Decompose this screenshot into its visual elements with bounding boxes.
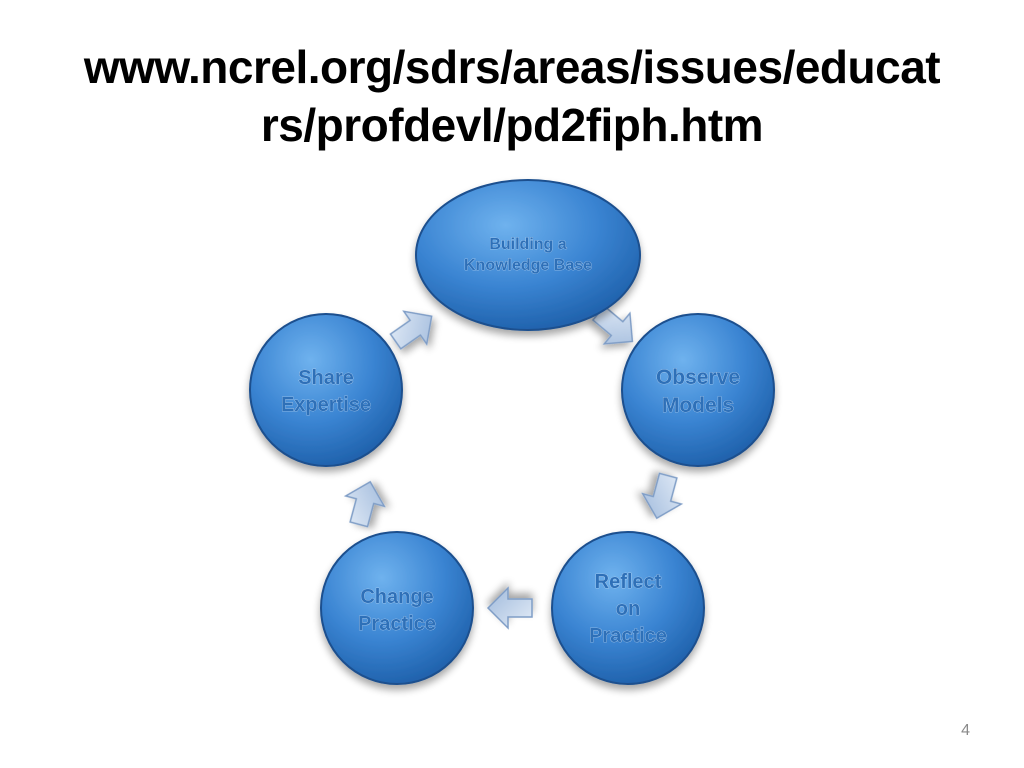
cycle-node-change-practice: Change Practice bbox=[320, 531, 474, 685]
slide-title-line-2: rs/profdevl/pd2fiph.htm bbox=[260, 99, 764, 151]
cycle-node-label-line: Reflect bbox=[595, 571, 662, 593]
cycle-node-label-line: Share bbox=[298, 367, 354, 389]
cycle-node-label-line: on bbox=[616, 598, 640, 620]
slide-title: www.ncrel.org/sdrs/areas/issues/educat r… bbox=[40, 38, 984, 154]
cycle-node-observe-models: Observe Models bbox=[621, 313, 775, 467]
cycle-arrow-building-to-observe bbox=[591, 305, 634, 345]
cycle-node-label-line: Practice bbox=[589, 625, 667, 647]
cycle-arrow-observe-to-reflect bbox=[641, 472, 684, 520]
cycle-node-label-line: Knowledge Base bbox=[464, 257, 592, 274]
cycle-node-label-line: Practice bbox=[358, 613, 436, 635]
cycle-node-label-line: Observe bbox=[656, 366, 740, 389]
cycle-arrow-reflect-to-change bbox=[486, 586, 533, 630]
cycle-node-share-expertise: Share Expertise bbox=[249, 313, 403, 467]
cycle-node-building-knowledge-base: Building a Knowledge Base bbox=[415, 179, 641, 331]
cycle-node-label-line: Building a bbox=[489, 236, 566, 253]
cycle-arrow-share-to-building bbox=[389, 310, 433, 350]
slide-number: 4 bbox=[961, 722, 970, 739]
slide-title-line-1: www.ncrel.org/sdrs/areas/issues/educat bbox=[83, 41, 941, 93]
cycle-node-label-line: Models bbox=[662, 394, 734, 417]
cycle-node-reflect-on-practice: Reflect on Practice bbox=[551, 531, 705, 685]
cycle-node-label-line: Change bbox=[360, 586, 433, 608]
cycle-arrow-change-to-share bbox=[343, 480, 386, 528]
cycle-node-label-line: Expertise bbox=[281, 394, 371, 416]
